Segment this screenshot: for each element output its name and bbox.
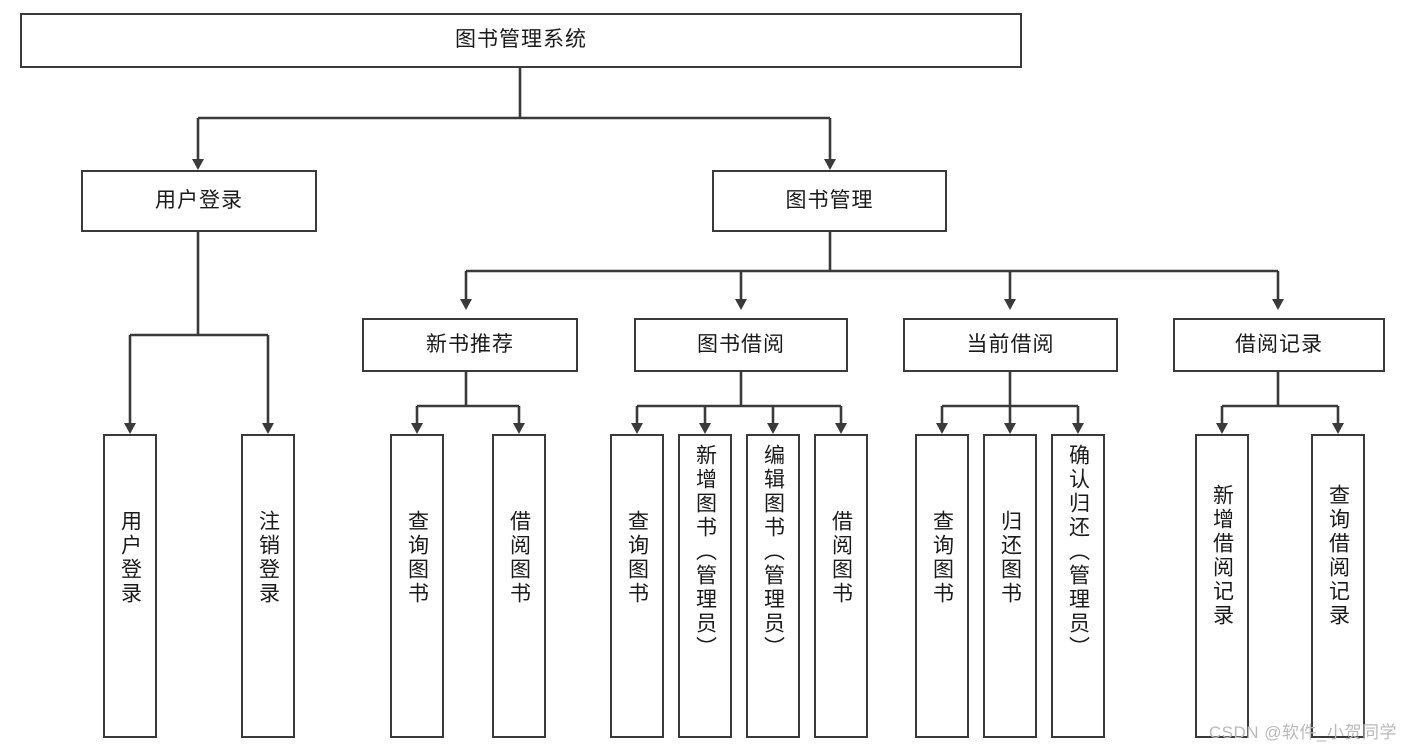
node-borrow-record[interactable]: 借阅记录 xyxy=(1173,318,1385,372)
leaf-current-borrow-return-book[interactable]: 归还图书 xyxy=(983,434,1037,738)
leaf-new-book-borrow-book[interactable]: 借阅图书 xyxy=(492,434,546,738)
node-current-borrow-label: 当前借阅 xyxy=(966,332,1055,356)
leaf-current-borrow-query-book-label: 查询图书 xyxy=(930,510,954,606)
leaf-current-borrow-confirm-return-admin[interactable]: 确认归还（管理员） xyxy=(1051,434,1105,738)
node-current-borrow[interactable]: 当前借阅 xyxy=(903,318,1118,372)
leaf-borrow-record-query-record[interactable]: 查询借阅记录 xyxy=(1311,434,1365,738)
leaf-borrow-record-query-record-label: 查询借阅记录 xyxy=(1326,484,1350,628)
leaf-current-borrow-query-book[interactable]: 查询图书 xyxy=(915,434,969,738)
leaf-current-borrow-return-book-label: 归还图书 xyxy=(998,510,1022,606)
leaf-book-borrow-edit-book-admin[interactable]: 编辑图书（管理员） xyxy=(746,434,800,738)
leaf-book-borrow-query-book[interactable]: 查询图书 xyxy=(610,434,664,738)
leaf-user-login-login-label: 用户登录 xyxy=(118,510,142,606)
csdn-watermark: CSDN @软件_小贺同学 xyxy=(1208,723,1397,742)
node-new-book-recommend[interactable]: 新书推荐 xyxy=(362,318,578,372)
leaf-book-borrow-add-book-admin-label: 新增图书（管理员） xyxy=(693,444,717,660)
leaf-user-login-logout-label: 注销登录 xyxy=(256,510,280,606)
node-book-borrow[interactable]: 图书借阅 xyxy=(634,318,848,372)
node-root-label: 图书管理系统 xyxy=(455,28,587,52)
leaf-borrow-record-add-record[interactable]: 新增借阅记录 xyxy=(1195,434,1249,738)
node-user-login-label: 用户登录 xyxy=(155,188,243,212)
leaf-new-book-borrow-book-label: 借阅图书 xyxy=(507,510,531,606)
leaf-borrow-record-add-record-label: 新增借阅记录 xyxy=(1210,484,1234,628)
node-borrow-record-label: 借阅记录 xyxy=(1235,332,1323,356)
leaf-book-borrow-add-book-admin[interactable]: 新增图书（管理员） xyxy=(678,434,732,738)
leaf-current-borrow-confirm-return-admin-label: 确认归还（管理员） xyxy=(1066,444,1090,660)
node-book-management[interactable]: 图书管理 xyxy=(712,170,947,232)
leaf-user-login-logout[interactable]: 注销登录 xyxy=(241,434,295,738)
leaf-book-borrow-borrow-book[interactable]: 借阅图书 xyxy=(814,434,868,738)
node-user-login[interactable]: 用户登录 xyxy=(81,170,317,232)
leaf-new-book-query-book-label: 查询图书 xyxy=(405,510,429,606)
node-book-borrow-label: 图书借阅 xyxy=(697,332,785,356)
node-new-book-recommend-label: 新书推荐 xyxy=(426,332,514,356)
leaf-user-login-login[interactable]: 用户登录 xyxy=(103,434,157,738)
node-root-book-management-system[interactable]: 图书管理系统 xyxy=(20,13,1022,68)
node-book-management-label: 图书管理 xyxy=(785,188,874,212)
leaf-new-book-query-book[interactable]: 查询图书 xyxy=(390,434,444,738)
leaf-book-borrow-edit-book-admin-label: 编辑图书（管理员） xyxy=(761,444,785,660)
leaf-book-borrow-borrow-book-label: 借阅图书 xyxy=(829,510,853,606)
leaf-book-borrow-query-book-label: 查询图书 xyxy=(625,510,649,606)
